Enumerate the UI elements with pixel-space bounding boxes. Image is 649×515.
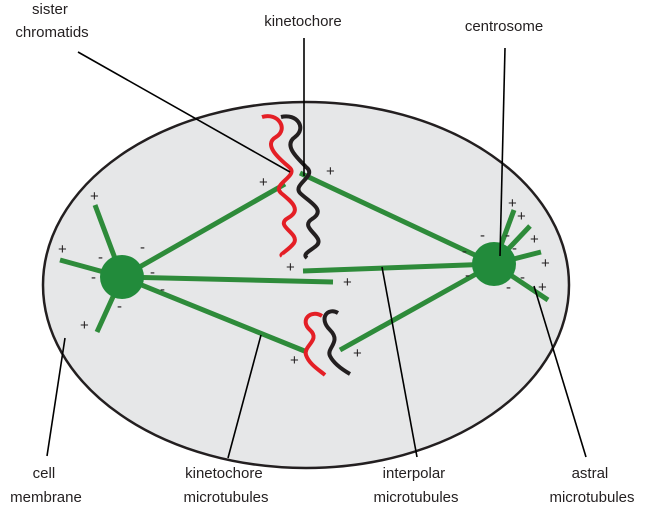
label-cell-membrane: cell membrane [10,465,82,506]
plus-sign: + [508,195,517,212]
plus-sign: + [541,255,550,272]
plus-sign: + [538,279,547,296]
minus-sign: - [98,249,103,266]
plus-sign: + [343,274,352,291]
label-sister-chromatids: sister chromatids [15,1,88,41]
leader-cell-membrane [47,338,65,456]
label-centrosome: centrosome [465,18,543,35]
plus-sign: + [517,208,526,225]
label-interpolar-microtubules: interpolar microtubules [373,465,458,506]
plus-sign: + [286,259,295,276]
minus-sign: - [160,281,165,298]
minus-sign: - [520,269,525,286]
plus-sign: + [58,241,67,258]
minus-sign: - [91,269,96,286]
plus-sign: + [80,317,89,334]
plus-sign: + [90,188,99,205]
minus-sign: - [117,298,122,315]
minus-sign: - [140,239,145,256]
plus-sign: + [290,352,299,369]
minus-sign: - [462,243,467,260]
label-astral-microtubules: astral microtubules [549,465,634,506]
plus-sign: + [530,231,539,248]
minus-sign: - [465,267,470,284]
label-kinetochore-microtubules: kinetochore microtubules [183,465,268,506]
minus-sign: - [512,240,517,257]
label-kinetochore: kinetochore [264,13,342,30]
minus-sign: - [480,227,485,244]
minus-sign: - [150,264,155,281]
plus-sign: + [326,163,335,180]
centrosome-left [100,255,144,299]
minus-sign: - [506,279,511,296]
plus-sign: + [353,345,362,362]
plus-sign: + [259,174,268,191]
minus-sign: - [505,227,510,244]
